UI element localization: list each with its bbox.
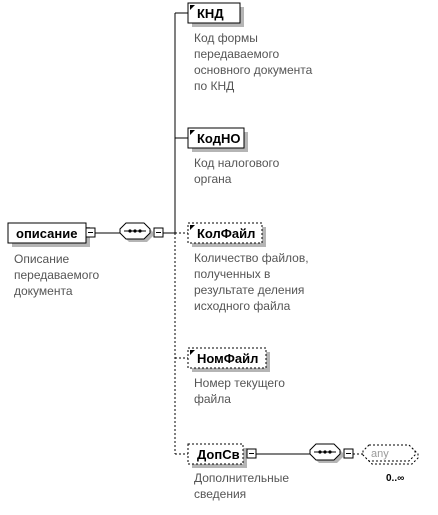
doc-line: по КНД bbox=[194, 79, 235, 93]
root-element[interactable]: описание bbox=[7, 222, 90, 247]
root-collapse-toggle[interactable] bbox=[85, 227, 96, 238]
occurrence-label: 0..∞ bbox=[386, 473, 404, 484]
element-box bbox=[187, 347, 267, 369]
element-label: ДопСв bbox=[197, 447, 240, 462]
sequence-dot-icon bbox=[138, 229, 142, 233]
sequence-dot-icon bbox=[318, 450, 322, 454]
element-nomfail[interactable]: НомФайл bbox=[187, 347, 270, 372]
kodno-documentation: Код налогового органа bbox=[194, 155, 279, 187]
doc-line: файла bbox=[194, 392, 231, 406]
element-label: НомФайл bbox=[197, 351, 258, 366]
doc-line: Номер текущего bbox=[194, 376, 285, 390]
doc-line: передаваемого bbox=[194, 47, 280, 61]
dopsv-documentation: Дополнительные сведения bbox=[194, 470, 289, 502]
doc-line: Количество файлов, bbox=[194, 251, 309, 265]
element-dopsv[interactable]: ДопСв bbox=[187, 443, 247, 468]
element-kolfail[interactable]: КолФайл bbox=[187, 222, 266, 247]
doc-line: сведения bbox=[194, 487, 247, 501]
doc-line: Описание bbox=[14, 252, 70, 266]
doc-line: исходного файла bbox=[194, 299, 291, 313]
kolfail-documentation: Количество файлов, полученных в результа… bbox=[194, 250, 309, 314]
element-kodno[interactable]: КодНО bbox=[187, 127, 248, 152]
element-box bbox=[187, 2, 241, 24]
element-knd[interactable]: КНД bbox=[187, 2, 244, 27]
element-box bbox=[187, 222, 263, 244]
sequence-collapse-toggle[interactable] bbox=[153, 227, 164, 238]
root-element-label: описание bbox=[16, 226, 77, 241]
element-corner-icon bbox=[190, 225, 195, 230]
element-corner-icon bbox=[190, 350, 195, 355]
doc-line: Код формы bbox=[194, 31, 258, 45]
element-box bbox=[187, 443, 244, 465]
sequence-dot-icon bbox=[128, 229, 132, 233]
element-label: КНД bbox=[197, 6, 224, 21]
any-wildcard[interactable]: any bbox=[362, 444, 419, 465]
doc-line: основного документа bbox=[194, 63, 313, 77]
element-label: КодНО bbox=[197, 131, 240, 146]
doc-line: Дополнительные bbox=[194, 471, 289, 485]
doc-line: документа bbox=[14, 284, 73, 298]
element-corner-icon bbox=[190, 130, 195, 135]
doc-line: Код налогового bbox=[194, 156, 280, 170]
doc-line: передаваемого bbox=[14, 268, 100, 282]
nested-sequence-collapse-toggle[interactable] bbox=[343, 448, 354, 459]
sequence-compositor[interactable] bbox=[119, 222, 153, 242]
doc-line: органа bbox=[194, 172, 232, 186]
root-element-documentation: Описание передаваемого документа bbox=[14, 251, 99, 299]
nomfail-documentation: Номер текущего файла bbox=[194, 375, 285, 407]
element-label: КолФайл bbox=[197, 226, 255, 241]
doc-line: полученных в bbox=[194, 267, 271, 281]
dopsv-collapse-toggle[interactable] bbox=[246, 448, 257, 459]
knd-documentation: Код формы передаваемого основного докуме… bbox=[194, 30, 312, 94]
any-label: any bbox=[371, 448, 389, 460]
doc-line: результате деления bbox=[194, 283, 305, 297]
element-box bbox=[187, 127, 245, 149]
sequence-dot-icon bbox=[328, 450, 332, 454]
sequence-dot-icon bbox=[323, 450, 327, 454]
nested-sequence-compositor[interactable] bbox=[309, 443, 343, 463]
any-shape bbox=[362, 444, 416, 462]
element-corner-icon bbox=[190, 5, 195, 10]
sequence-dot-icon bbox=[133, 229, 137, 233]
